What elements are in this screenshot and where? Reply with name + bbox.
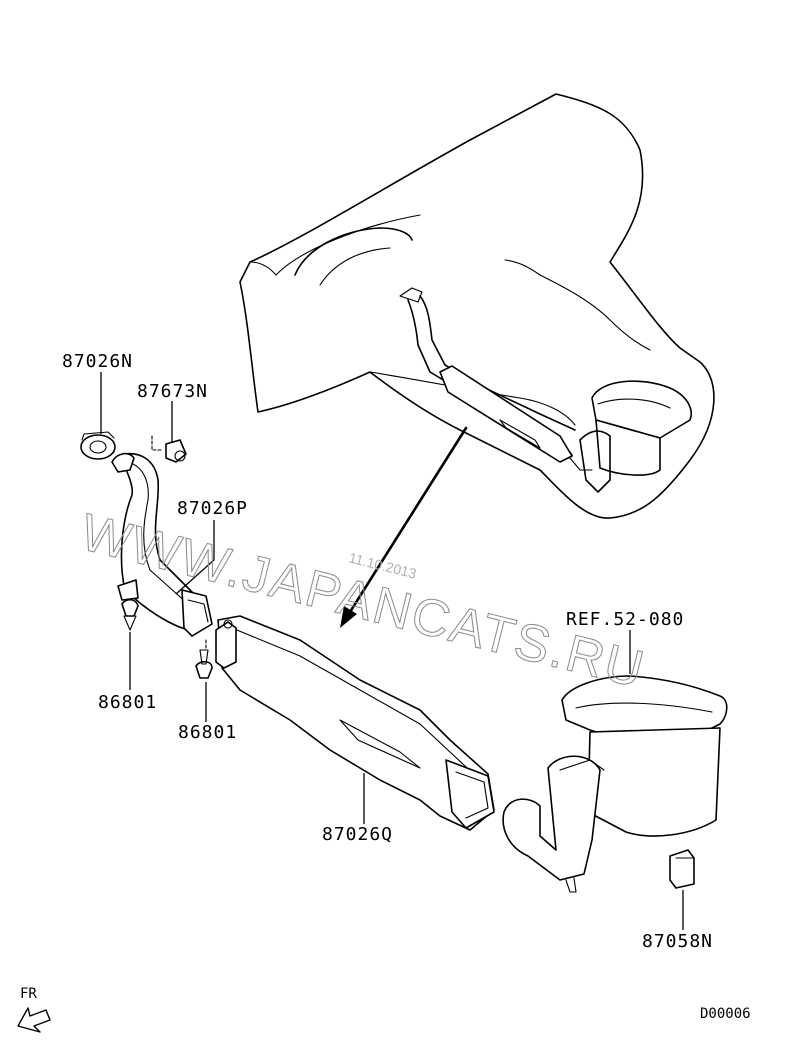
label-86801-right: 86801 (178, 722, 237, 743)
diagram-code: D00006 (700, 1006, 751, 1022)
label-87673n: 87673N (137, 381, 208, 402)
label-ref-52-080: REF.52-080 (566, 609, 684, 630)
dashboard-overview (239, 93, 715, 519)
heater-unit (502, 675, 728, 893)
duct-87026p (111, 452, 213, 637)
duct-87026q (215, 615, 495, 831)
label-86801-left: 86801 (98, 692, 157, 713)
label-87026n: 87026N (62, 351, 133, 372)
front-direction-indicator: FR (17, 986, 51, 1033)
plug-87058n (669, 849, 695, 889)
direction-label: FR (20, 986, 37, 1002)
grommet-87026n (80, 431, 116, 460)
leader-lines (100, 372, 684, 930)
screw-86801-left (121, 598, 139, 631)
screw-86801-right (195, 639, 213, 679)
label-87026p: 87026P (177, 498, 248, 519)
label-87026q: 87026Q (322, 824, 393, 845)
detail-arrow (340, 426, 468, 628)
clip-87673n (151, 435, 187, 463)
label-87058n: 87058N (642, 931, 713, 952)
front-arrow-icon (17, 1007, 51, 1033)
